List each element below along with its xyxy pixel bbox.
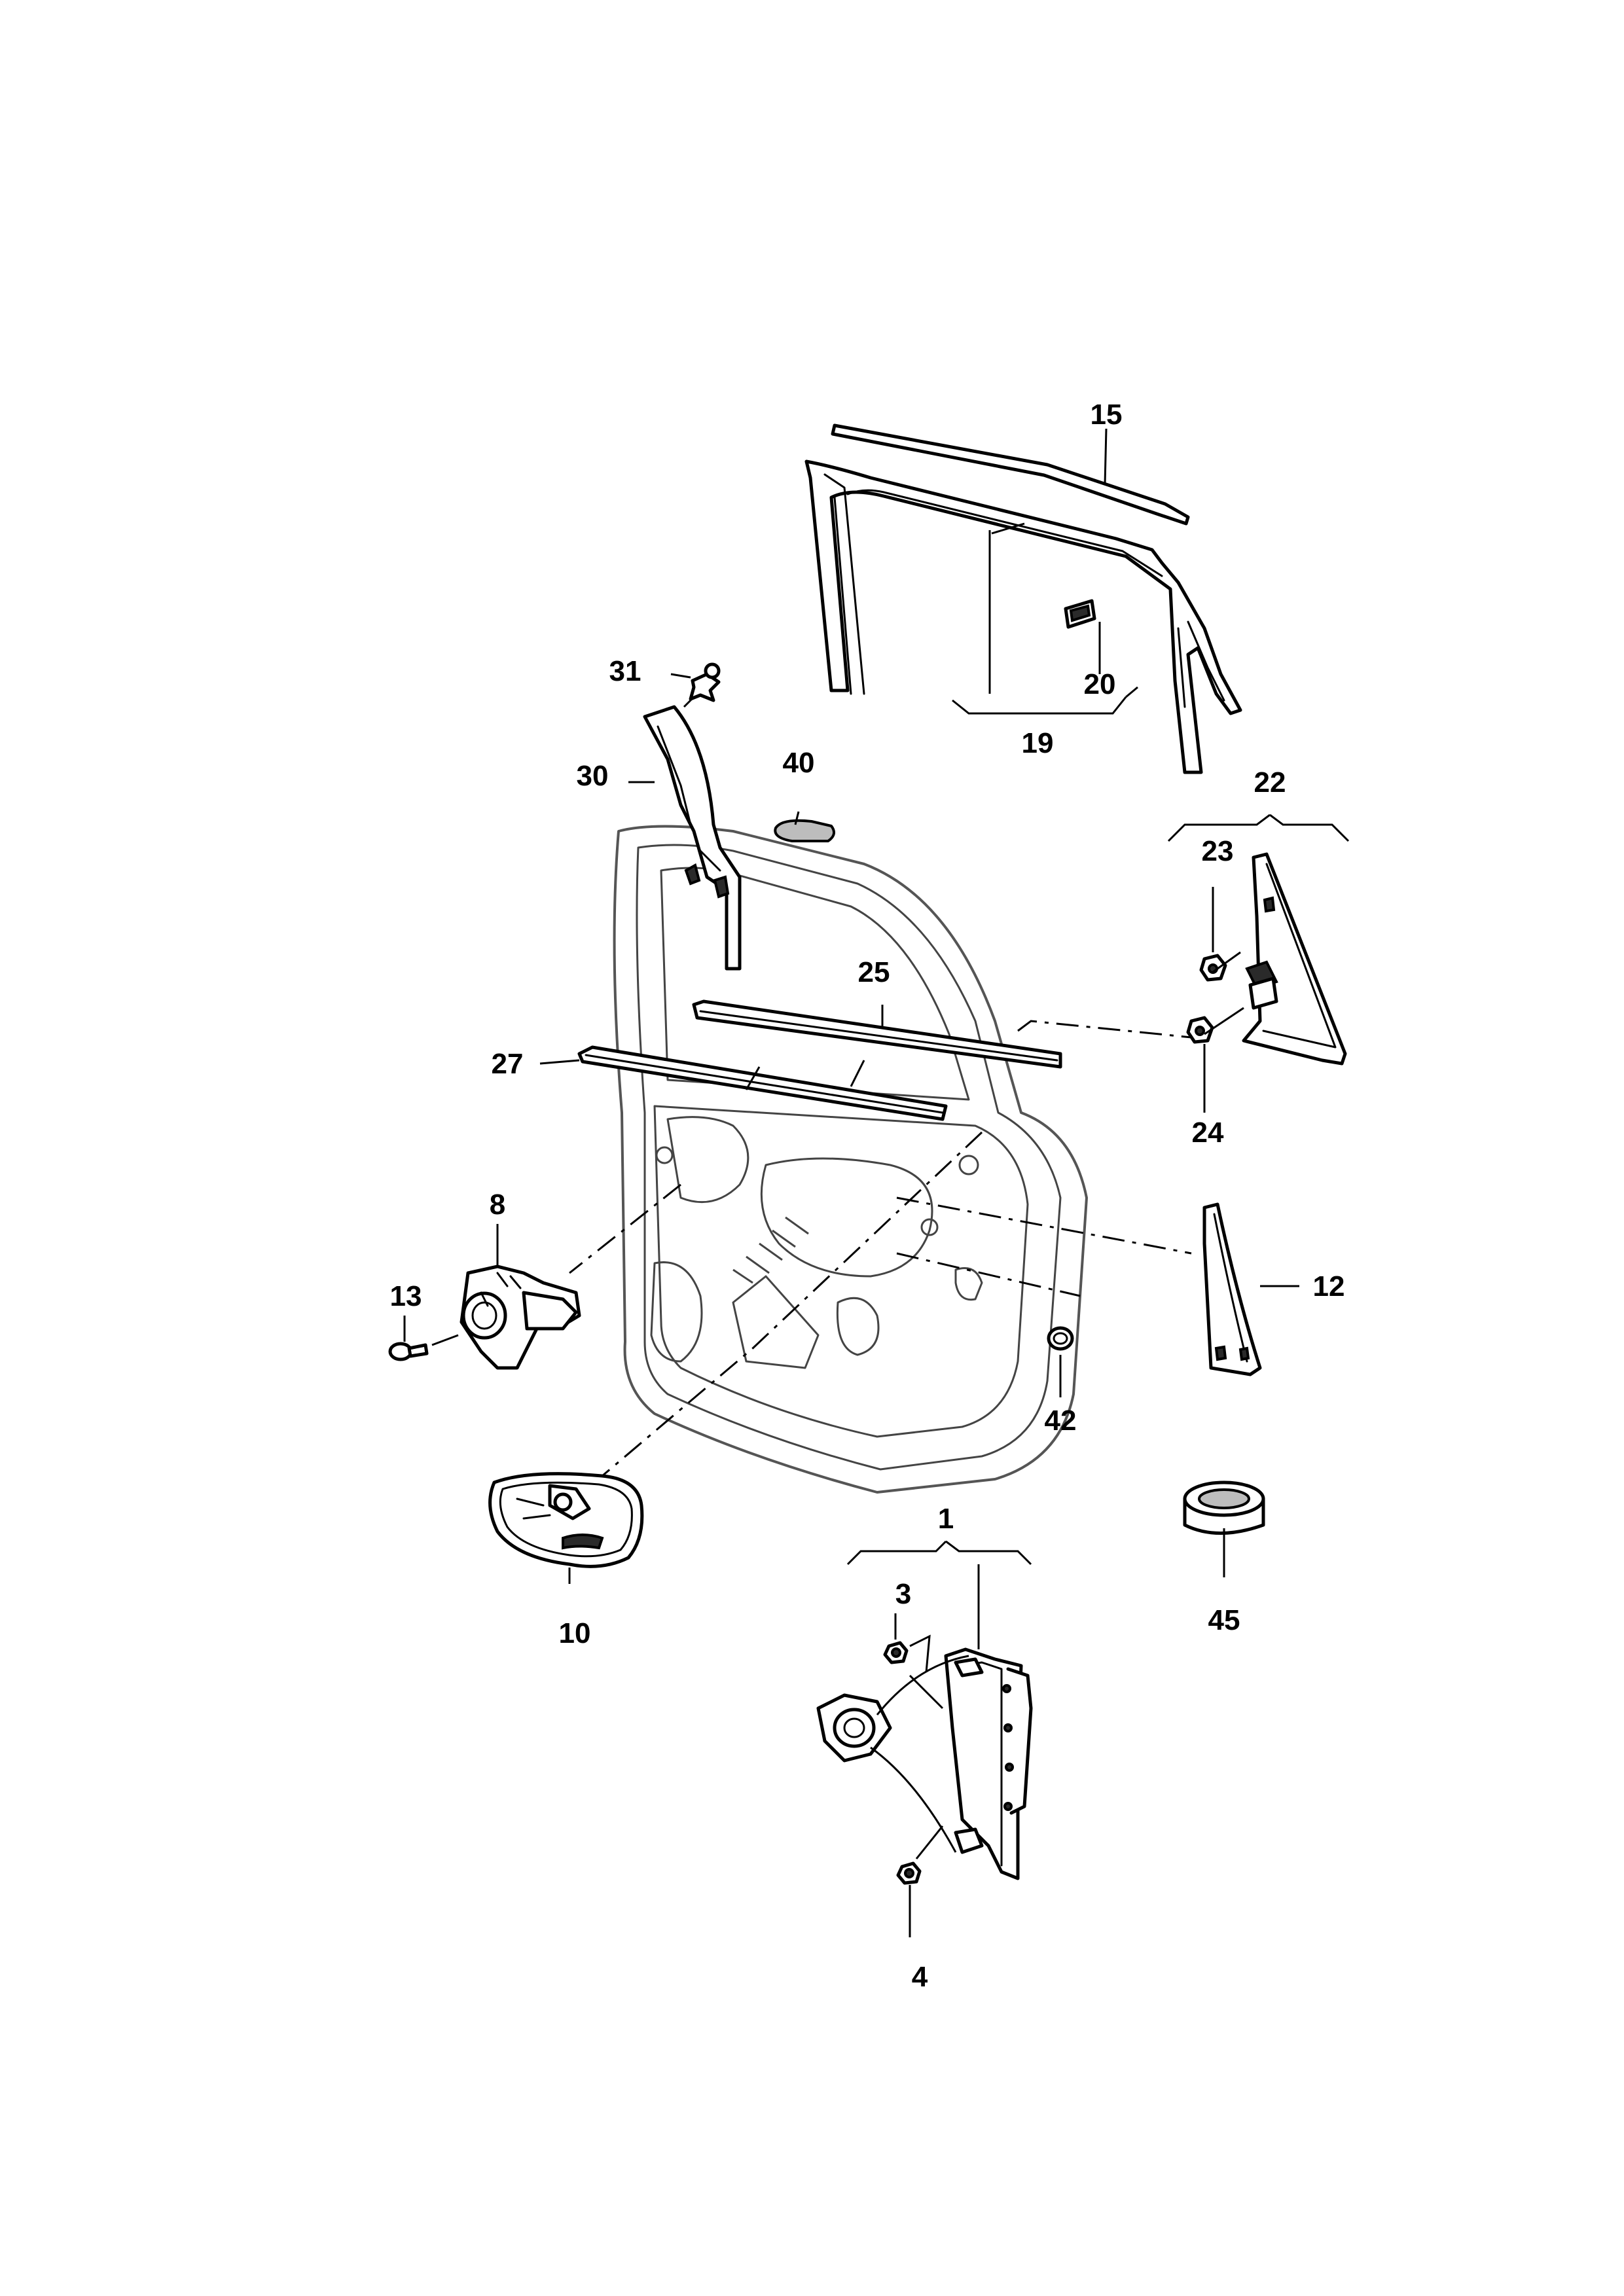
callout-22: 22 [1254,766,1286,798]
callout-42: 42 [1045,1405,1077,1437]
callout-45: 45 [1208,1604,1240,1636]
callout-31: 31 [609,655,641,687]
part-40-pad [774,819,835,842]
part-20-clip [1064,599,1096,629]
part-3-nut [883,1641,909,1664]
callout-labels: 15 20 19 31 30 40 22 23 25 27 24 8 13 12… [390,399,1345,1993]
part-1-window-regulator [816,1647,1033,1880]
callout-4: 4 [912,1961,928,1993]
part-10-cover-plate [488,1472,644,1568]
callout-25: 25 [858,956,890,988]
part-4-nut [896,1861,922,1885]
callout-12: 12 [1313,1270,1345,1302]
part-12-corner-trim [1202,1202,1262,1376]
callout-1: 1 [938,1503,954,1535]
part-42-plug [1047,1326,1074,1351]
callout-27: 27 [492,1048,524,1080]
callout-30: 30 [577,760,609,792]
part-25-inner-belt-seal [692,999,1062,1069]
door-panel [613,825,1088,1494]
callout-8: 8 [490,1189,505,1221]
part-13-screw [388,1342,429,1361]
part-24-nut [1186,1016,1214,1044]
leader-lines [403,428,1299,1937]
part-15-roof-moulding [831,423,1190,526]
callout-10: 10 [559,1617,591,1649]
part-45-tape-roll [1183,1480,1265,1535]
grouping-brackets [846,686,1350,1566]
callout-20: 20 [1084,668,1116,700]
part-23-nut [1199,954,1227,982]
callout-40: 40 [783,747,815,779]
callout-19: 19 [1022,727,1054,759]
callout-3: 3 [895,1578,911,1610]
part-31-clip [689,662,721,702]
part-8-window-motor [460,1265,581,1370]
part-30-pillar-trim [643,705,742,971]
callout-15: 15 [1091,399,1123,431]
assembly-lines [569,1020,1192,1477]
callout-23: 23 [1202,835,1234,867]
part-27-outer-belt-moulding [577,1045,948,1121]
callout-24: 24 [1192,1117,1224,1149]
part-22-triangle-trim [1242,852,1347,1066]
callout-13: 13 [390,1280,422,1312]
